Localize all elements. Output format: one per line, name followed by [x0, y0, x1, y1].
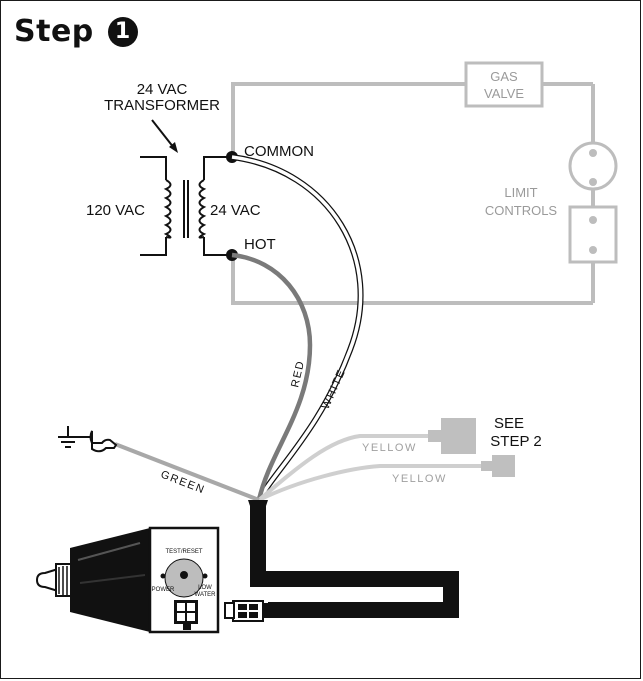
primary-voltage-label: 120 VAC	[86, 202, 145, 219]
limit-controls: LIMIT CONTROLS	[485, 141, 618, 264]
yellow-wire-1	[257, 434, 430, 502]
gas-valve-label-line2: VALVE	[484, 86, 524, 101]
common-terminal-label: COMMON	[244, 143, 314, 160]
low-water-label-line2: WATER	[195, 592, 217, 598]
green-wire	[114, 442, 260, 502]
transformer-label-line1: 24 VAC	[137, 81, 188, 98]
step-number-badge: 1	[107, 16, 138, 47]
see-step-label-line2: STEP 2	[490, 433, 541, 450]
transformer	[140, 119, 230, 256]
cable-harness	[248, 500, 459, 618]
step-title: Step 1	[14, 14, 138, 49]
limit-label-line1: LIMIT	[504, 185, 537, 200]
control-circuit	[231, 82, 595, 305]
low-water-label-line1: LOW	[198, 585, 212, 591]
yellow-connector-large	[428, 418, 476, 454]
green-wire-label: GREEN	[159, 469, 207, 497]
limit-label-line2: CONTROLS	[485, 203, 558, 218]
transformer-arrow-icon	[169, 142, 178, 153]
connector-plug	[224, 600, 270, 622]
yellow-connector-small	[481, 455, 515, 477]
secondary-voltage-label: 24 VAC	[210, 202, 261, 219]
yellow-wire-1-label: YELLOW	[362, 442, 417, 454]
ground-spade-lug-icon	[89, 430, 118, 453]
yellow-wire-2	[258, 464, 483, 502]
see-step-label-line1: SEE	[494, 415, 524, 432]
red-wire	[231, 252, 313, 501]
gas-valve: GAS VALVE	[464, 61, 544, 108]
white-wire	[231, 154, 364, 502]
transformer-label-line2: TRANSFORMER	[104, 97, 220, 114]
yellow-wire-2-label: YELLOW	[392, 473, 447, 485]
low-water-cutoff-device: TEST/RESET POWER LOW WATER	[35, 526, 220, 634]
gas-valve-label-line1: GAS	[490, 69, 518, 84]
white-wire-label: WHITE	[320, 367, 348, 411]
test-reset-label: TEST/RESET	[165, 549, 202, 555]
ground-icon	[58, 426, 92, 448]
hot-terminal-label: HOT	[244, 236, 276, 253]
step-word: Step	[14, 14, 94, 49]
power-label: POWER	[152, 587, 175, 593]
